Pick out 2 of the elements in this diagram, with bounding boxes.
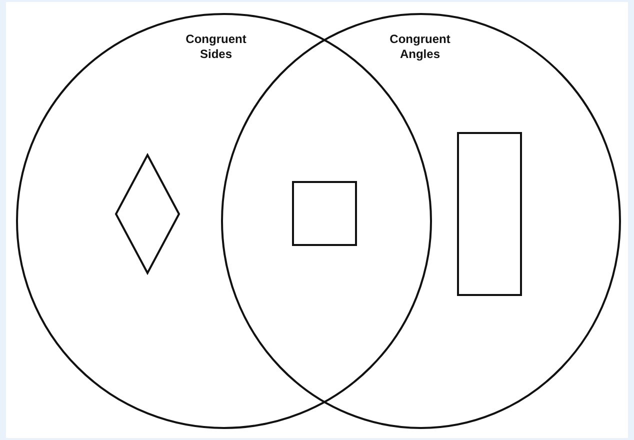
set-label: Congruent Sides	[184, 32, 248, 62]
set-label: Congruent Angles	[388, 32, 452, 62]
